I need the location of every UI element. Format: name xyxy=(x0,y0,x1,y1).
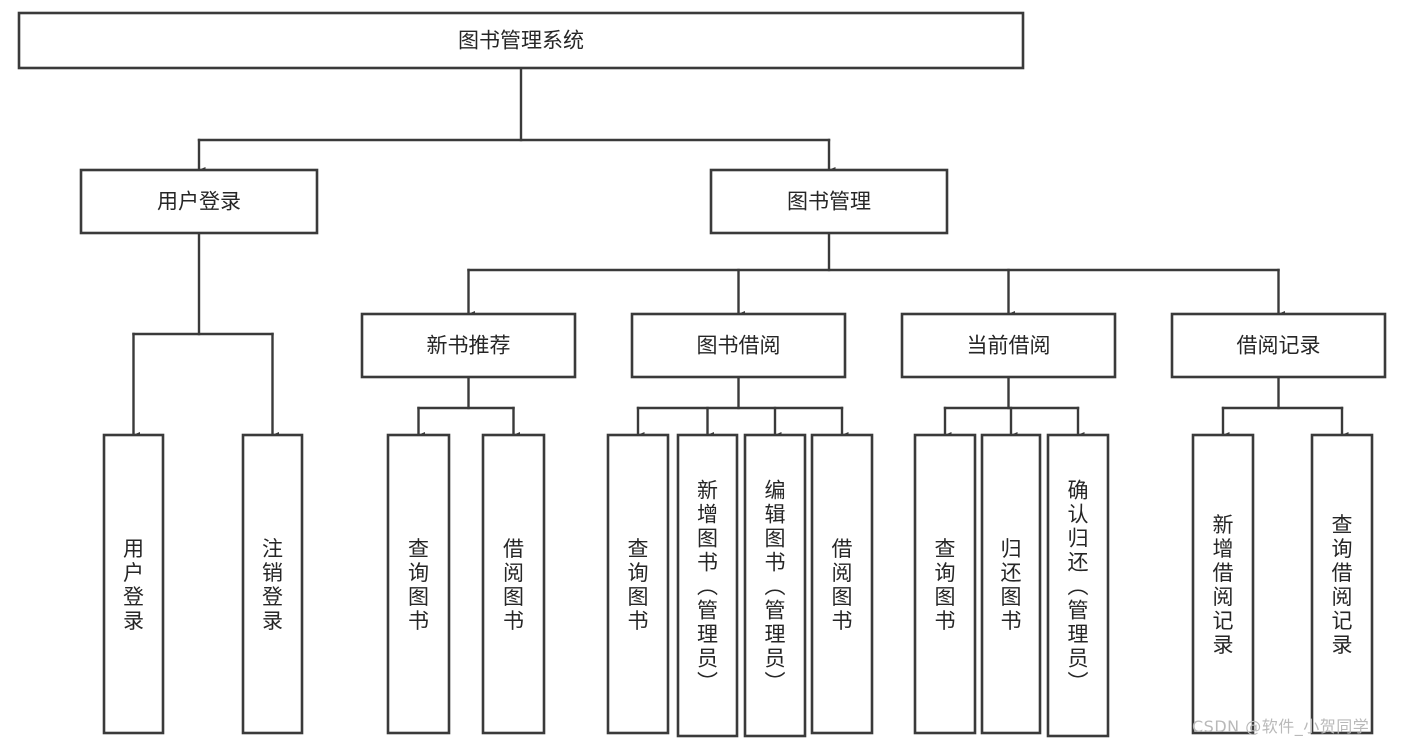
node-label: 借阅图书 xyxy=(832,537,853,633)
node-label: 查询图书 xyxy=(628,537,649,633)
node-box xyxy=(900,312,1117,379)
node-label: 借阅记录 xyxy=(1237,334,1321,358)
node-box xyxy=(102,433,165,735)
node-label: 用户登录 xyxy=(157,190,241,214)
node-box xyxy=(360,312,577,379)
node-box xyxy=(1310,433,1374,735)
node-box xyxy=(913,433,977,735)
node-label: 编辑图书︵管理员︶ xyxy=(765,479,786,695)
node-label: 新增图书︵管理员︶ xyxy=(697,479,718,695)
node-label: 图书管理系统 xyxy=(458,29,584,53)
node-leaf-user-login[interactable]: 用户登录 xyxy=(102,433,165,735)
connector-lines xyxy=(127,66,1349,443)
node-label: 当前借阅 xyxy=(967,334,1051,358)
node-label: 用户登录 xyxy=(123,537,144,633)
node-leaf-confirm-return[interactable]: 确认归还︵管理员︶ xyxy=(1046,433,1110,738)
node-label: 注销登录 xyxy=(262,537,283,633)
node-box xyxy=(17,11,1025,70)
node-box xyxy=(810,433,874,735)
node-leaf-logout[interactable]: 注销登录 xyxy=(241,433,304,735)
node-book-manage[interactable]: 图书管理 xyxy=(709,168,949,235)
node-label: 新增借阅记录 xyxy=(1213,513,1234,657)
node-label: 图书管理 xyxy=(787,190,871,214)
node-leaf-add-record[interactable]: 新增借阅记录 xyxy=(1191,433,1255,735)
node-label: 图书借阅 xyxy=(697,334,781,358)
node-box xyxy=(481,433,546,735)
node-box xyxy=(79,168,319,235)
node-label: 确认归还︵管理员︶ xyxy=(1068,479,1089,695)
node-leaf-edit-book[interactable]: 编辑图书︵管理员︶ xyxy=(743,433,807,738)
node-borrow-record[interactable]: 借阅记录 xyxy=(1170,312,1387,379)
node-box xyxy=(743,433,807,738)
node-leaf-query-book-brw[interactable]: 查询图书 xyxy=(606,433,670,735)
node-root[interactable]: 图书管理系统 xyxy=(17,11,1025,70)
node-box xyxy=(386,433,451,735)
node-label: 新书推荐 xyxy=(427,334,511,358)
node-leaf-query-record[interactable]: 查询借阅记录 xyxy=(1310,433,1374,735)
node-leaf-query-book-rec[interactable]: 查询图书 xyxy=(386,433,451,735)
node-label: 查询借阅记录 xyxy=(1332,513,1353,657)
node-leaf-add-book[interactable]: 新增图书︵管理员︶ xyxy=(676,433,739,738)
node-leaf-return-book[interactable]: 归还图书 xyxy=(980,433,1042,735)
node-box xyxy=(709,168,949,235)
node-box xyxy=(630,312,847,379)
node-new-book-rec[interactable]: 新书推荐 xyxy=(360,312,577,379)
node-label: 查询图书 xyxy=(935,537,956,633)
node-label: 归还图书 xyxy=(1001,537,1022,633)
node-box xyxy=(1170,312,1387,379)
node-box xyxy=(1191,433,1255,735)
node-box xyxy=(241,433,304,735)
node-leaf-query-book-cur[interactable]: 查询图书 xyxy=(913,433,977,735)
node-box xyxy=(980,433,1042,735)
node-leaf-borrow-book-brw[interactable]: 借阅图书 xyxy=(810,433,874,735)
node-user-login[interactable]: 用户登录 xyxy=(79,168,319,235)
node-label: 借阅图书 xyxy=(503,537,524,633)
node-label: 查询图书 xyxy=(408,537,429,633)
node-book-borrow[interactable]: 图书借阅 xyxy=(630,312,847,379)
node-box xyxy=(1046,433,1110,738)
node-group: 图书管理系统用户登录图书管理新书推荐图书借阅当前借阅借阅记录用户登录注销登录查询… xyxy=(17,11,1387,738)
node-box xyxy=(676,433,739,738)
node-box xyxy=(606,433,670,735)
node-leaf-borrow-book-rec[interactable]: 借阅图书 xyxy=(481,433,546,735)
node-current-borrow[interactable]: 当前借阅 xyxy=(900,312,1117,379)
